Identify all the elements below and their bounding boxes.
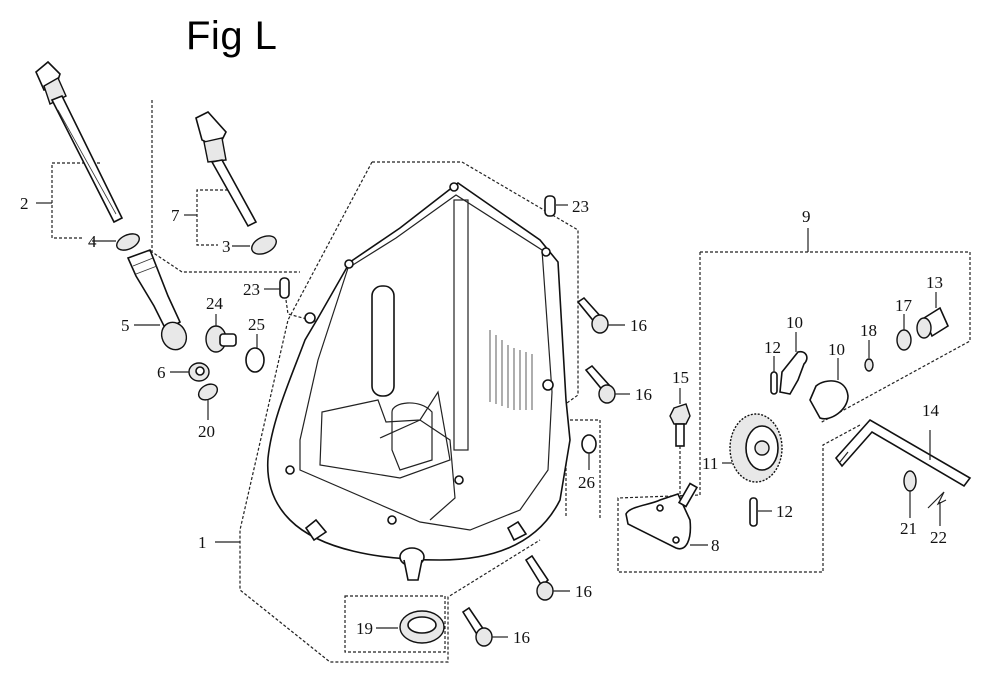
dowel-pin-23-right[interactable]	[544, 195, 556, 217]
bracket-2	[51, 162, 100, 239]
washer-21[interactable]	[903, 470, 917, 492]
callout-10b: 10	[828, 340, 845, 359]
callout-16a: 16	[630, 316, 647, 335]
flange-bolt-16-b[interactable]	[584, 364, 616, 404]
oil-filler-tube[interactable]	[126, 248, 191, 354]
governor-gear-11[interactable]	[729, 413, 783, 483]
callout-20: 20	[198, 422, 215, 441]
callout-10a: 10	[786, 313, 803, 332]
crankcase-cover[interactable]	[266, 182, 571, 581]
group-outline-oil-seal	[344, 595, 446, 653]
callout-19: 19	[356, 619, 373, 638]
callout-26: 26	[578, 473, 595, 492]
callout-12b: 12	[776, 502, 793, 521]
drain-plug-6[interactable]	[188, 362, 210, 382]
drain-bolt-24[interactable]	[205, 325, 237, 353]
group-outline-governor	[700, 251, 971, 424]
washer-26[interactable]	[581, 434, 597, 454]
o-ring-3[interactable]	[249, 232, 279, 257]
callout-22: 22	[930, 528, 947, 547]
callout-16c: 16	[575, 582, 592, 601]
group-outline-crankcase	[372, 161, 579, 409]
group-outline-governor-left	[617, 252, 861, 573]
callout-23a: 23	[243, 280, 260, 299]
callout-6: 6	[157, 363, 166, 382]
group-outline-crankcase-left	[239, 161, 541, 663]
bracket-7	[196, 189, 228, 246]
cotter-pin-22[interactable]	[927, 491, 947, 509]
callout-14: 14	[922, 401, 940, 420]
callout-16b: 16	[635, 385, 652, 404]
callout-2: 2	[20, 194, 29, 213]
callout-5: 5	[121, 316, 130, 335]
callout-8: 8	[711, 536, 720, 555]
group-outline-washer-26	[565, 419, 601, 520]
flange-bolt-16-d[interactable]	[461, 606, 493, 647]
governor-weight-10-b[interactable]	[809, 380, 849, 420]
group-outline-dipstick	[151, 100, 300, 273]
flange-bolt-16-a[interactable]	[576, 296, 609, 334]
callout-9: 9	[802, 207, 811, 226]
callout-3: 3	[222, 237, 231, 256]
callout-25: 25	[248, 315, 265, 334]
washer-17[interactable]	[896, 329, 912, 351]
dipstick-long[interactable]	[35, 60, 124, 224]
washer-20[interactable]	[196, 381, 220, 403]
governor-shaft-13[interactable]	[916, 306, 950, 339]
callout-13: 13	[926, 273, 943, 292]
callout-18: 18	[860, 321, 877, 340]
pin-12-upper[interactable]	[770, 371, 778, 395]
figure-title: Fig L	[186, 14, 278, 58]
callout-16d: 16	[513, 628, 530, 647]
bolt-15[interactable]	[669, 403, 691, 447]
dowel-pin-23-left[interactable]	[279, 277, 290, 299]
callout-23b: 23	[572, 197, 589, 216]
governor-weight-10-a[interactable]	[779, 350, 808, 395]
dipstick-short[interactable]	[195, 111, 258, 228]
callout-24: 24	[206, 294, 224, 313]
oil-seal-19[interactable]	[399, 610, 445, 644]
o-ring-4[interactable]	[114, 231, 142, 254]
callout-15: 15	[672, 368, 689, 387]
pin-12-lower[interactable]	[749, 497, 758, 527]
callout-1: 1	[198, 533, 207, 552]
sealing-washer-25[interactable]	[245, 347, 265, 373]
callout-7: 7	[171, 206, 180, 225]
callout-12a: 12	[764, 338, 781, 357]
governor-arm-holder-8[interactable]	[625, 482, 699, 550]
callout-21: 21	[900, 519, 917, 538]
flange-bolt-16-c[interactable]	[524, 554, 554, 601]
clip-18[interactable]	[864, 358, 874, 372]
callout-17: 17	[895, 296, 913, 315]
callout-11: 11	[702, 454, 718, 473]
governor-arm-14[interactable]	[834, 418, 972, 488]
callout-4: 4	[88, 232, 97, 251]
